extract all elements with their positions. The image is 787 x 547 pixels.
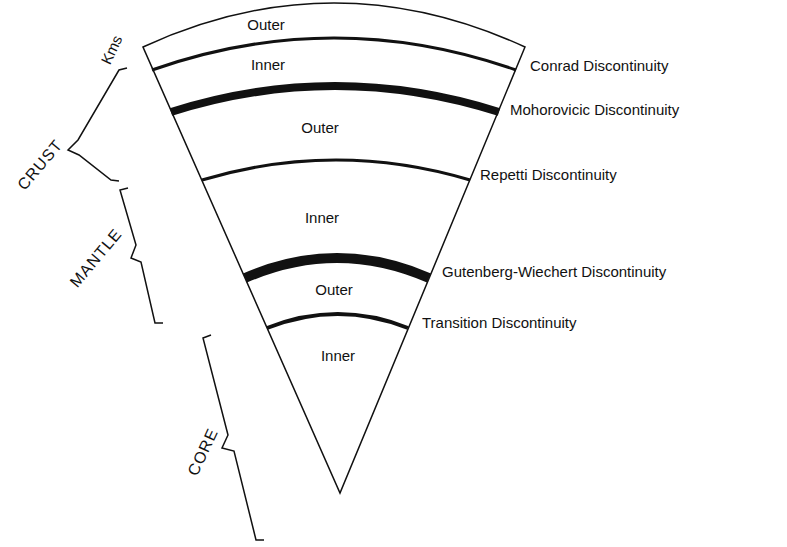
layer-label: Inner <box>251 57 285 74</box>
discontinuity-label: Conrad Discontinuity <box>530 58 668 75</box>
repetti-line <box>202 160 470 180</box>
discontinuity-label: Gutenberg-Wiechert Discontinuity <box>442 264 666 281</box>
gutenberg-line <box>245 258 429 278</box>
wedge-outline <box>143 3 525 493</box>
transition-line <box>267 314 408 328</box>
layer-label: Outer <box>315 282 353 299</box>
discontinuity-label: Repetti Discontinuity <box>480 167 617 184</box>
mantle-brace <box>120 188 163 323</box>
layer-label: Inner <box>305 210 339 227</box>
region-label: CRUST <box>14 136 66 193</box>
conrad-line <box>152 38 516 70</box>
discontinuity-label: Transition Discontinuity <box>422 315 577 332</box>
region-label: CORE <box>184 426 221 479</box>
discontinuity-label: Mohorovicic Discontinuity <box>510 102 679 119</box>
region-label: MANTLE <box>66 225 125 291</box>
layer-label: Outer <box>247 17 285 34</box>
moho-line <box>171 86 499 112</box>
crust-brace <box>68 68 127 181</box>
unit-label: Kms <box>98 33 126 67</box>
layer-label: Outer <box>301 120 339 137</box>
layer-label: Inner <box>321 348 355 365</box>
